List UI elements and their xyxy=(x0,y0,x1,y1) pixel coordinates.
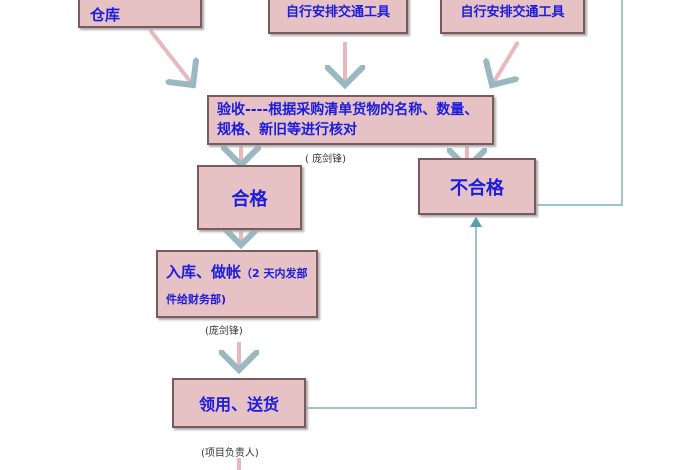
box-text-sub: （2 天内发部件给财务部) xyxy=(166,267,308,306)
inspect-note: ( 庞剑锋) xyxy=(305,154,346,165)
top-box-transport-1: 自行安排交通工具 xyxy=(268,0,408,34)
box-text: 领用、送货 xyxy=(198,395,279,414)
line-deliver-to-fail xyxy=(306,216,482,409)
fail-box: 不合格 xyxy=(418,158,536,215)
arrow-left-to-inspect xyxy=(148,28,193,85)
box-text: 合格 xyxy=(231,188,268,210)
box-text: 自行安排交通工具 xyxy=(460,5,565,20)
deliver-note: (项目负责人) xyxy=(201,448,259,459)
line-fail-return xyxy=(536,0,623,206)
top-box-warehouse: 仓库 xyxy=(78,0,202,28)
arrow-right-to-inspect xyxy=(492,40,520,85)
box-text: 自行安排交通工具 xyxy=(285,5,390,20)
stock-note: (庞剑锋) xyxy=(205,326,243,337)
box-text: 不合格 xyxy=(450,177,504,199)
box-text-main: 入库、做帐 xyxy=(166,263,242,281)
top-box-transport-2: 自行安排交通工具 xyxy=(440,0,585,34)
inspect-box: 验收----根据采购清单货物的名称、数量、规格、新旧等进行核对 xyxy=(207,95,494,145)
box-text: 仓库 xyxy=(90,6,121,24)
box-text: 验收----根据采购清单货物的名称、数量、规格、新旧等进行核对 xyxy=(217,102,479,138)
stock-box: 入库、做帐（2 天内发部件给财务部) xyxy=(156,250,318,318)
pass-box: 合格 xyxy=(197,165,302,230)
deliver-box: 领用、送货 xyxy=(172,378,306,428)
